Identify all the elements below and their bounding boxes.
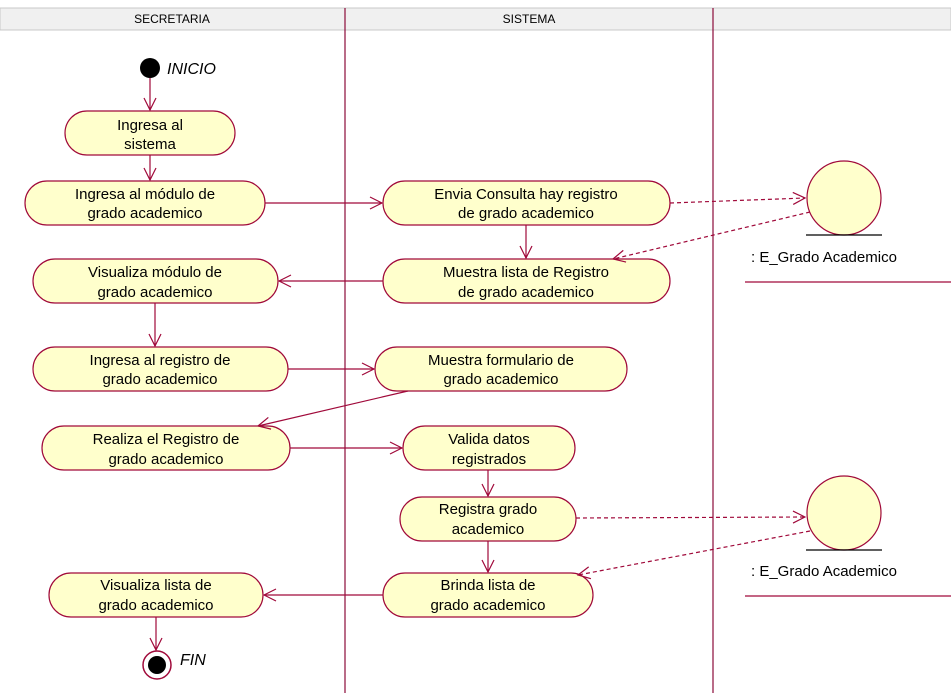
- lane-header-third: [712, 7, 951, 31]
- svg-text:registrados: registrados: [452, 451, 526, 468]
- svg-text:grado academico: grado academico: [430, 597, 545, 614]
- entity-label-2: : E_Grado Academico: [751, 563, 897, 580]
- svg-text:Visualiza lista de: Visualiza lista de: [100, 577, 211, 594]
- activity-ingresa-sistema: Ingresa al sistema: [64, 110, 236, 156]
- svg-text:Valida datos: Valida datos: [448, 431, 529, 448]
- flow-a7-to-a8: [258, 390, 409, 426]
- svg-text:Muestra lista de Registro: Muestra lista de Registro: [443, 264, 609, 281]
- svg-text:de grado academico: de grado academico: [458, 284, 594, 301]
- end-node: [148, 656, 166, 674]
- svg-text:grado academico: grado academico: [87, 205, 202, 222]
- activity-envia-consulta: Envia Consulta hay registro de grado aca…: [382, 180, 671, 226]
- svg-text:Registra grado: Registra grado: [439, 501, 537, 518]
- start-label: INICIO: [167, 61, 216, 78]
- activity-realiza-registro: Realiza el Registro de grado academico: [41, 425, 291, 471]
- svg-text:Ingresa al: Ingresa al: [117, 117, 183, 134]
- svg-text:grado academico: grado academico: [97, 284, 212, 301]
- svg-text:Brinda lista de: Brinda lista de: [440, 577, 535, 594]
- activity-valida-datos: Valida datos registrados: [402, 425, 576, 471]
- objflow-e2-to-a12: [578, 530, 811, 575]
- entity-label-1: : E_Grado Academico: [751, 249, 897, 266]
- object-flows: [575, 198, 811, 575]
- activity-muestra-lista: Muestra lista de Registro de grado acade…: [382, 258, 671, 304]
- activity-registra-grado: Registra grado academico: [399, 496, 577, 542]
- svg-text:grado academico: grado academico: [108, 451, 223, 468]
- objflow-a10-to-e2: [575, 517, 805, 518]
- svg-text:academico: academico: [452, 521, 525, 538]
- objflow-e1-to-a4: [613, 211, 811, 259]
- activity-muestra-formulario: Muestra formulario de grado academico: [374, 346, 628, 392]
- svg-text:grado academico: grado academico: [98, 597, 213, 614]
- svg-text:Muestra formulario de: Muestra formulario de: [428, 352, 574, 369]
- activity-visualiza-modulo: Visualiza módulo de grado academico: [32, 258, 279, 304]
- lane-title-sistema: SISTEMA: [503, 12, 556, 26]
- svg-text:sistema: sistema: [124, 136, 176, 153]
- svg-text:grado academico: grado academico: [443, 371, 558, 388]
- activity-ingresa-registro: Ingresa al registro de grado academico: [32, 346, 289, 392]
- objflow-a3-to-e1: [669, 198, 805, 203]
- activity-ingresa-modulo: Ingresa al módulo de grado academico: [24, 180, 266, 226]
- svg-text:grado academico: grado academico: [102, 371, 217, 388]
- entity-grado-academico-1: : E_Grado Academico: [745, 160, 951, 283]
- entity-grado-academico-2: : E_Grado Academico: [745, 475, 951, 597]
- svg-text:Ingresa al registro de: Ingresa al registro de: [90, 352, 231, 369]
- svg-text:Ingresa al módulo de: Ingresa al módulo de: [75, 186, 215, 203]
- svg-text:Envia Consulta hay registro: Envia Consulta hay registro: [434, 186, 617, 203]
- activity-brinda-lista: Brinda lista de grado academico: [382, 572, 594, 618]
- control-flows: [150, 78, 526, 650]
- svg-text:Realiza el Registro de: Realiza el Registro de: [93, 431, 240, 448]
- svg-text:Visualiza módulo de: Visualiza módulo de: [88, 264, 222, 281]
- start-node: [140, 58, 160, 78]
- end-label: FIN: [180, 652, 206, 669]
- activity-visualiza-lista: Visualiza lista de grado academico: [48, 572, 264, 618]
- lane-title-secretaria: SECRETARIA: [134, 12, 210, 26]
- svg-text:de grado academico: de grado academico: [458, 205, 594, 222]
- end-node-ring: [142, 650, 172, 680]
